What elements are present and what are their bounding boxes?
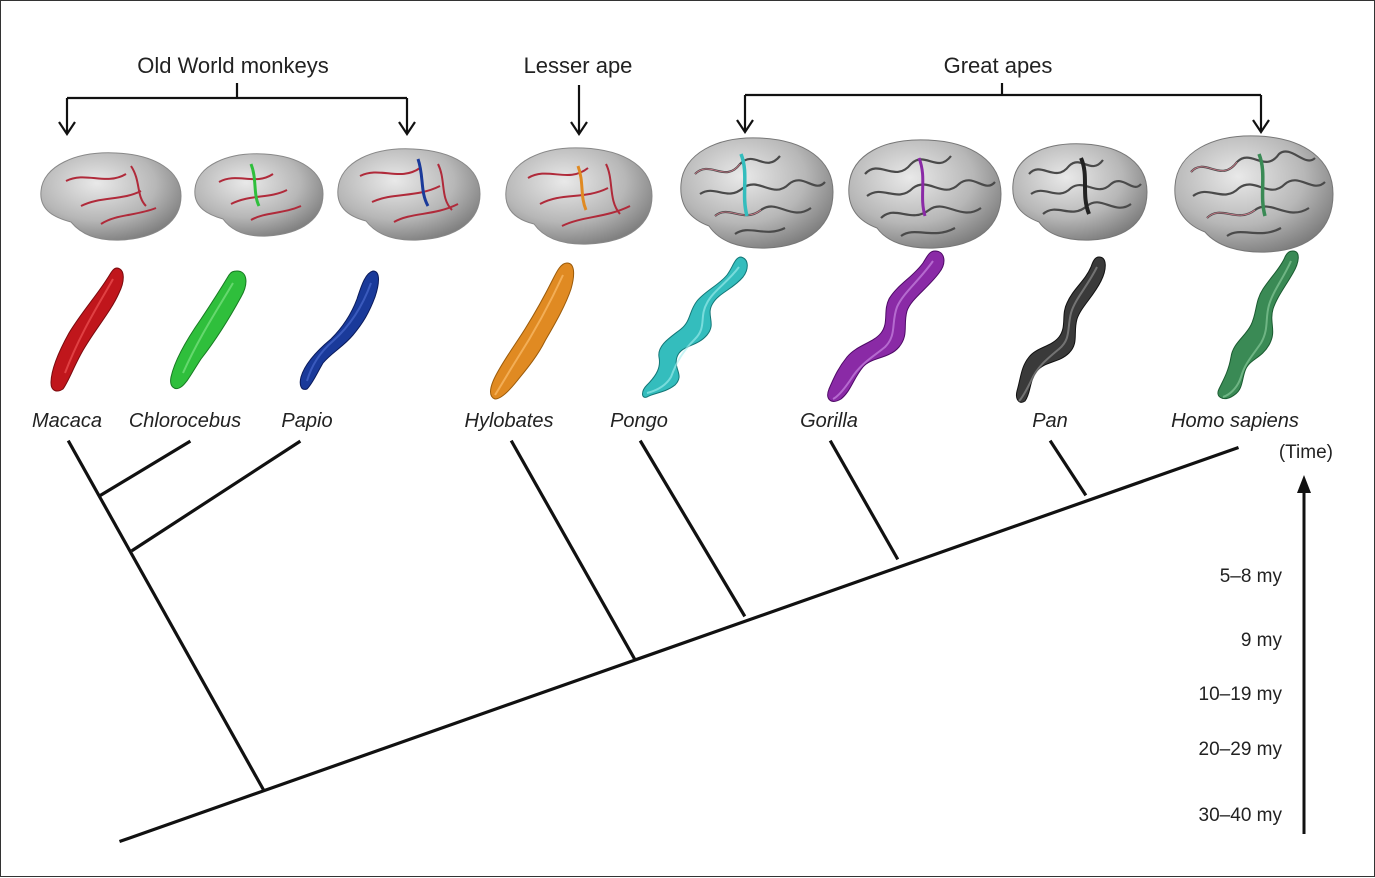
brain-macaca <box>41 153 181 240</box>
brain-images <box>41 136 1333 252</box>
group-label-lesser-ape: Lesser ape <box>524 53 633 78</box>
label-homo-sapiens: Homo sapiens <box>1171 410 1299 432</box>
time-axis-title: (Time) <box>1279 442 1333 463</box>
time-axis-arrowhead <box>1297 475 1311 493</box>
label-macaca: Macaca <box>32 410 102 432</box>
brain-papio <box>338 149 480 240</box>
sulcus-shapes <box>51 251 1298 402</box>
brain-hylobates <box>506 148 652 244</box>
sulcus-pongo <box>643 257 748 397</box>
label-pongo: Pongo <box>610 410 668 432</box>
sulcus-papio <box>300 271 378 389</box>
species-labels: Macaca Chlorocebus Papio Hylobates Pongo… <box>32 410 1299 432</box>
sulcus-pan <box>1016 257 1105 402</box>
branch-pongo <box>641 442 744 615</box>
phylogenetic-tree <box>69 442 1237 841</box>
bracket-great-apes: Great apes <box>737 53 1269 132</box>
branch-papio <box>133 442 299 550</box>
group-label-great-apes: Great apes <box>944 53 1053 78</box>
brain-gorilla <box>849 140 1001 248</box>
sulcus-gorilla <box>828 251 944 401</box>
sulcus-hylobates <box>491 263 574 399</box>
branch-pan <box>1051 442 1085 494</box>
time-tick: 30–40 my <box>1199 805 1283 826</box>
time-tick: 10–19 my <box>1199 684 1283 705</box>
brain-pan <box>1013 144 1147 240</box>
label-gorilla: Gorilla <box>800 410 858 432</box>
label-hylobates: Hylobates <box>465 410 554 432</box>
sulcus-homo-sapiens <box>1218 251 1298 399</box>
brain-pongo <box>681 138 833 248</box>
bracket-lesser-ape: Lesser ape <box>524 53 633 134</box>
label-pan: Pan <box>1032 410 1068 432</box>
brain-chlorocebus <box>195 154 323 236</box>
time-tick: 9 my <box>1241 630 1283 651</box>
branch-chlorocebus <box>101 442 189 495</box>
branch-hylobates <box>512 442 634 658</box>
time-axis: (Time) 5–8 my 9 my 10–19 my 20–29 my 30–… <box>1199 442 1333 834</box>
label-papio: Papio <box>281 410 332 432</box>
time-tick: 5–8 my <box>1220 566 1283 587</box>
sulcus-macaca <box>51 268 123 391</box>
brain-homo-sapiens <box>1175 136 1333 252</box>
label-chlorocebus: Chlorocebus <box>129 410 241 432</box>
branch-gorilla <box>831 442 897 558</box>
branch-old-world-monkeys <box>69 442 263 789</box>
time-tick: 20–29 my <box>1199 739 1283 760</box>
bracket-old-world: Old World monkeys <box>59 53 415 134</box>
sulcus-chlorocebus <box>171 271 246 389</box>
group-label-old-world: Old World monkeys <box>137 53 329 78</box>
